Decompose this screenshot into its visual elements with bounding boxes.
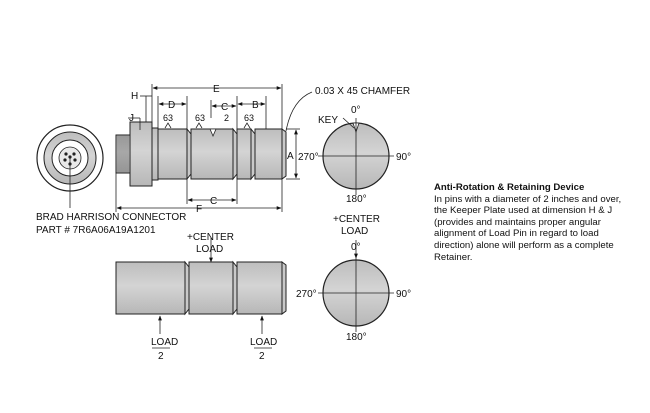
finish-63-right: 63: [244, 113, 254, 123]
load-left-denominator: 2: [158, 351, 164, 362]
anti-rotation-note: Anti-Rotation & Retaining Device In pins…: [434, 182, 634, 263]
key-deg-180: 180°: [346, 194, 367, 205]
dim-j-label: J: [129, 113, 134, 124]
load-deg-270: 270°: [296, 289, 317, 300]
dim-c-bottom-label: C: [210, 196, 217, 207]
note-body: In pins with a diameter of 2 inches and …: [434, 193, 622, 263]
load-deg-180: 180°: [346, 332, 367, 343]
connector-end-view: [36, 124, 104, 208]
note-title: Anti-Rotation & Retaining Device: [434, 182, 585, 193]
load-pin-load-view: [115, 238, 287, 349]
finish-63-left: 63: [163, 113, 173, 123]
dim-h-label: H: [131, 91, 138, 102]
load-deg-90: 90°: [396, 289, 411, 300]
load-left-label: LOAD: [151, 337, 178, 348]
connector-label-line1: BRAD HARRISON CONNECTOR: [36, 212, 186, 223]
dimension-lines-top: [115, 84, 313, 212]
load-pin-side-view: [115, 121, 287, 187]
dim-d-label: D: [168, 100, 175, 111]
circle-center-load-line1: +CENTER: [333, 214, 380, 225]
key-label: KEY: [318, 115, 338, 126]
load-right-label: LOAD: [250, 337, 277, 348]
finish-63-mid: 63: [195, 113, 205, 123]
dim-e-label: E: [213, 84, 220, 95]
key-deg-0: 0°: [351, 105, 361, 116]
circle-center-load-line2: LOAD: [341, 226, 368, 237]
load-orientation-view: [318, 240, 394, 332]
dim-a-label: A: [287, 151, 294, 162]
center-load-line2: LOAD: [196, 244, 223, 255]
dim-c-top-label: C: [221, 102, 228, 113]
dim-f-label: F: [196, 204, 202, 215]
connector-label-line2: PART # 7R6A06A19A1201: [36, 225, 156, 236]
chamfer-label: 0.03 X 45 CHAMFER: [315, 86, 410, 97]
dim-b-label: B: [252, 100, 259, 111]
key-deg-270: 270°: [298, 152, 319, 163]
key-orientation-view: [318, 117, 394, 195]
fraction-2-upper: 2: [224, 113, 229, 123]
load-deg-0: 0°: [351, 242, 361, 253]
load-right-denominator: 2: [259, 351, 265, 362]
center-load-line1: +CENTER: [187, 232, 234, 243]
key-deg-90: 90°: [396, 152, 411, 163]
